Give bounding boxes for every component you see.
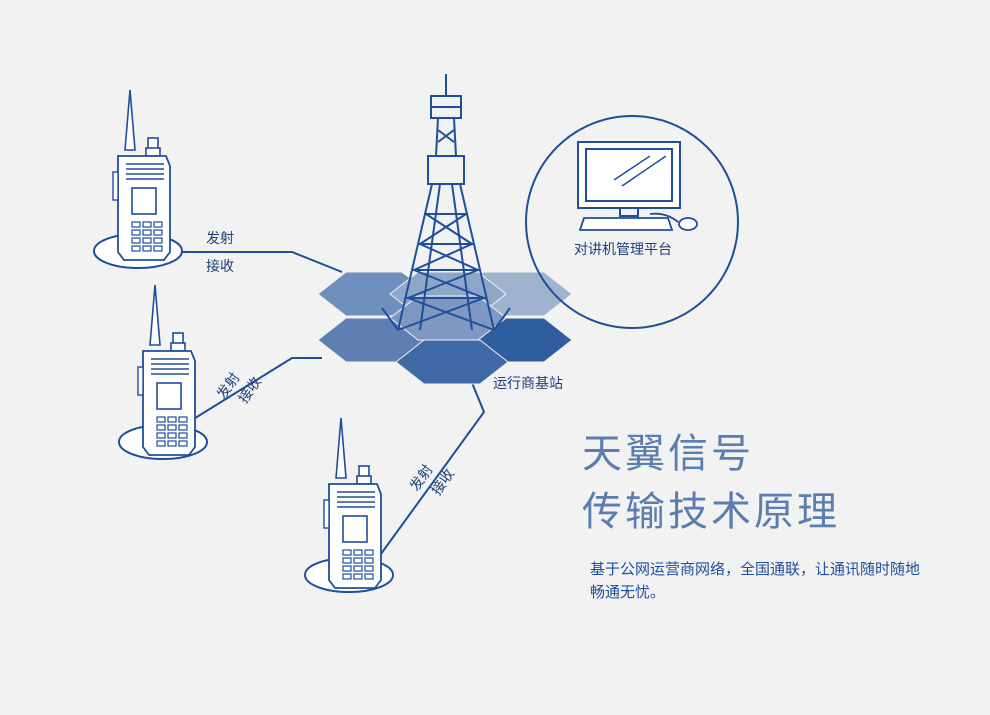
keyboard-icon <box>578 217 674 231</box>
link-radio3 <box>377 377 486 559</box>
base-station-hexagons <box>317 271 573 385</box>
description-text: 基于公网运营商网络，全国通联，让通讯随时随地畅通无忧。 <box>590 560 921 601</box>
title-line-2: 传输技术原理 <box>582 489 840 535</box>
radio1-transmit-label: 发射 <box>206 231 234 247</box>
signal-tower-icon <box>381 74 511 331</box>
connection-lines <box>180 251 486 559</box>
title-line-1: 天翼信号 <box>582 431 754 477</box>
link-radio2 <box>191 357 322 421</box>
radio1-receive-label: 接收 <box>206 259 234 275</box>
walkie-talkie-icon-1 <box>93 89 183 269</box>
computer-monitor-icon <box>577 141 681 217</box>
base-station-label: 运行商基站 <box>493 376 563 392</box>
link-radio1 <box>180 251 343 273</box>
platform-label: 对讲机管理平台 <box>574 242 672 258</box>
platform-circle <box>525 115 739 329</box>
walkie-talkie-icon-2 <box>118 284 208 460</box>
walkie-talkie-icon-3 <box>304 417 394 593</box>
mouse-icon <box>649 212 698 231</box>
